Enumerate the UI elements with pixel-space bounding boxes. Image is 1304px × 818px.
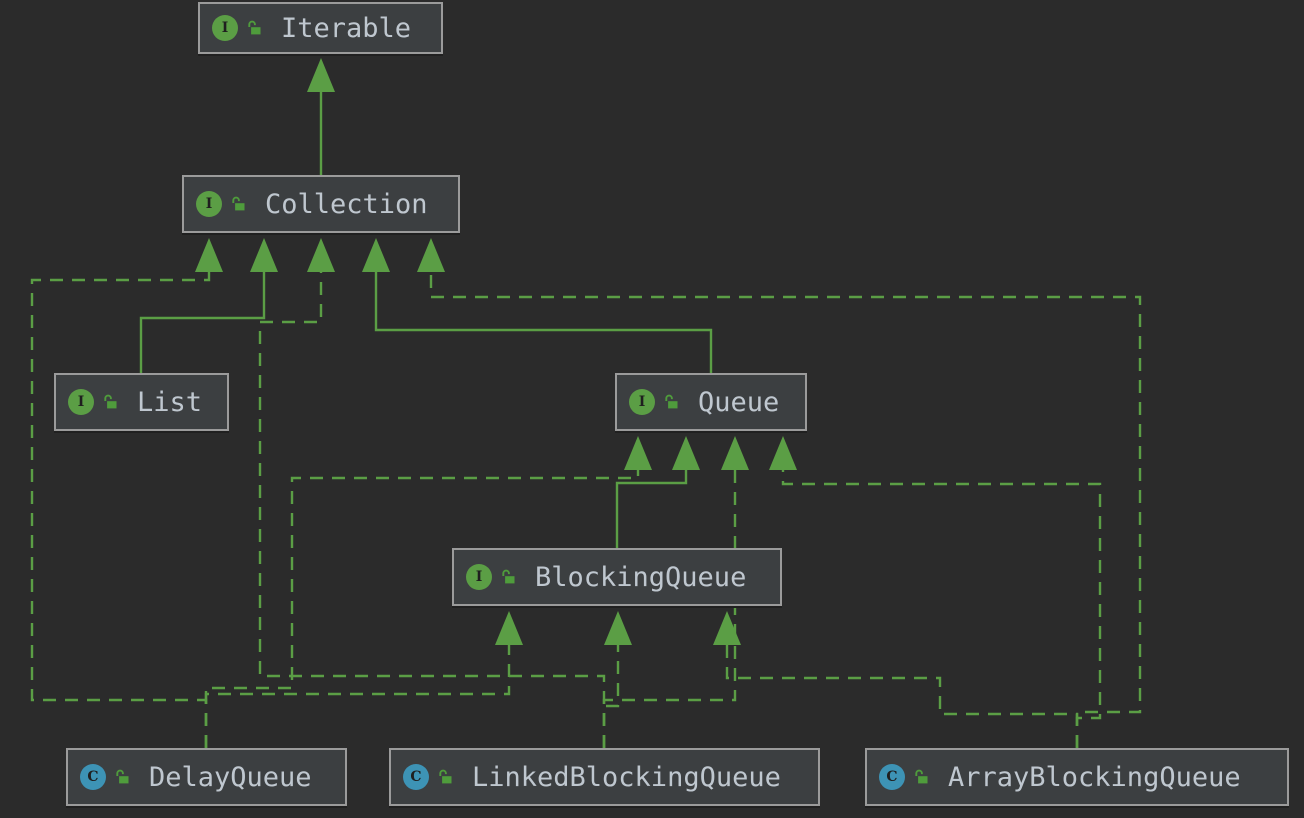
inheritance-arrowhead-icon [672,436,700,470]
inheritance-arrowhead-icon [307,58,335,92]
node-list[interactable]: I List [54,373,229,431]
inheritance-arrowhead-icon [195,238,223,272]
class-badge-icon: C [403,764,429,790]
inheritance-arrowhead-icon [362,238,390,272]
node-label: Collection [265,188,428,220]
node-delayqueue[interactable]: C DelayQueue [66,748,347,806]
unlocked-icon [116,769,129,784]
node-label: DelayQueue [149,761,312,793]
unlocked-icon [439,769,452,784]
unlocked-icon [232,196,245,211]
node-collection[interactable]: I Collection [182,175,460,233]
class-badge-icon: C [80,764,106,790]
interface-badge-icon: I [68,389,94,415]
inheritance-arrowhead-icon [307,238,335,272]
interface-badge-icon: I [629,389,655,415]
node-label: ArrayBlockingQueue [948,761,1241,793]
unlocked-icon [915,769,928,784]
unlocked-icon [248,20,261,35]
node-linkedblockingqueue[interactable]: C LinkedBlockingQueue [389,748,820,806]
edge-list-collection [139,238,278,373]
edge-collection-iterable [307,58,335,175]
edge-linkedbq-collection [258,238,606,748]
edge-blockingqueue-queue [615,436,700,548]
node-label: List [137,386,203,418]
node-blockingqueue[interactable]: I BlockingQueue [452,548,782,606]
node-label: BlockingQueue [535,561,747,593]
node-arrayblockingqueue[interactable]: C ArrayBlockingQueue [865,748,1289,806]
edge-queue-collection [362,238,713,373]
inheritance-arrowhead-icon [417,238,445,272]
edge-linkedbq-bq [602,611,632,748]
edge-arraybq-queue [769,436,1102,748]
edge-arraybq-collection [417,238,1142,748]
node-label: LinkedBlockingQueue [472,761,781,793]
inheritance-arrowhead-icon [250,238,278,272]
inheritance-arrowhead-icon [713,611,741,645]
inheritance-arrowhead-icon [624,436,652,470]
inheritance-arrowhead-icon [769,436,797,470]
class-badge-icon: C [879,764,905,790]
unlocked-icon [104,394,117,409]
node-iterable[interactable]: I Iterable [198,2,443,54]
interface-badge-icon: I [466,564,492,590]
node-queue[interactable]: I Queue [615,373,807,431]
unlocked-icon [502,569,515,584]
inheritance-arrowhead-icon [721,436,749,470]
edge-delayqueue-collection [30,238,223,748]
node-label: Queue [698,386,780,418]
unlocked-icon [665,394,678,409]
inheritance-arrowhead-icon [495,611,523,645]
edge-delayqueue-bq [204,611,523,748]
edge-arraybq-bq [713,611,1079,748]
interface-badge-icon: I [196,191,222,217]
inheritance-arrowhead-icon [604,611,632,645]
node-label: Iterable [281,12,412,44]
interface-badge-icon: I [212,15,238,41]
